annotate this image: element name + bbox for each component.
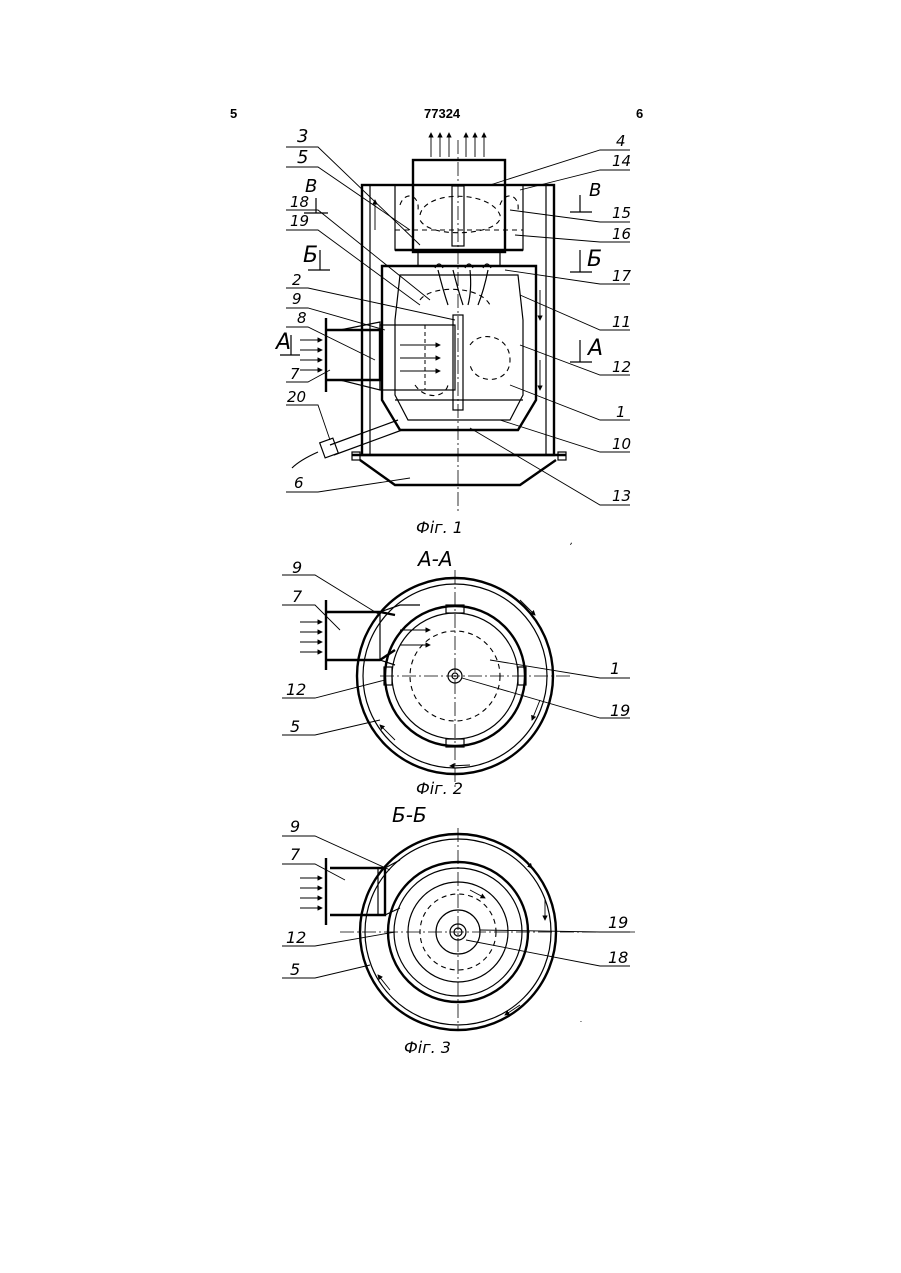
fig2-callout-19: 19 <box>610 701 630 720</box>
section-mark-v-right: В <box>589 180 601 201</box>
callout-10: 10 <box>612 435 631 453</box>
fig3-callout-12: 12 <box>286 928 306 947</box>
section-mark-a-right: А <box>586 336 603 361</box>
stray-dot: . <box>580 1015 583 1024</box>
callout-13: 13 <box>612 487 631 505</box>
stray-mark: , <box>570 536 573 547</box>
outlet-pipe <box>413 160 505 252</box>
fig3-caption: Фіг. 3 <box>404 1038 451 1057</box>
fig2-callout-5: 5 <box>290 717 300 736</box>
fig3-callout-7: 7 <box>290 845 301 864</box>
callout-9: 9 <box>292 290 302 308</box>
fig2-callout-12: 12 <box>286 680 306 699</box>
fig3-callout-19: 19 <box>608 913 628 932</box>
callout-5: 5 <box>297 147 308 168</box>
inlet-nozzle <box>326 318 380 392</box>
fig2-caption: Фіг. 2 <box>416 779 463 798</box>
fig3-callout-18: 18 <box>608 948 628 967</box>
fig3-section-title: Б-Б <box>392 803 427 827</box>
callout-19: 19 <box>290 212 309 230</box>
fig2-section-title: А-А <box>416 547 453 571</box>
callout-15: 15 <box>612 204 631 222</box>
callout-14: 14 <box>612 152 631 170</box>
callout-3: 3 <box>297 126 308 147</box>
callout-20: 20 <box>287 388 306 406</box>
callout-6: 6 <box>294 474 304 492</box>
fig3-callout-5: 5 <box>290 960 300 979</box>
section-mark-b-right: Б <box>587 247 602 272</box>
callout-7: 7 <box>290 365 300 383</box>
section-mark-a-left: А <box>274 330 291 355</box>
callout-12: 12 <box>612 358 631 376</box>
fig2-callout-1: 1 <box>610 659 620 678</box>
section-mark-b-left: Б <box>303 243 318 268</box>
fig2-callout-9: 9 <box>292 558 302 577</box>
fig3-callout-9: 9 <box>290 817 300 836</box>
callout-17: 17 <box>612 267 632 285</box>
callout-2: 2 <box>292 271 302 289</box>
callout-1: 1 <box>616 403 626 421</box>
exhaust-arrows <box>431 133 484 157</box>
callout-11: 11 <box>612 313 631 331</box>
fig2-callout-7: 7 <box>292 587 303 606</box>
figure-2: А-А <box>282 547 630 798</box>
callout-18: 18 <box>290 193 309 211</box>
fig1-caption: Фіг. 1 <box>416 518 463 537</box>
callout-16: 16 <box>612 225 631 243</box>
figure-3: Б-Б <box>282 803 635 1057</box>
callout-4: 4 <box>616 132 626 150</box>
callout-8: 8 <box>297 309 307 327</box>
figure-1 <box>292 133 566 512</box>
